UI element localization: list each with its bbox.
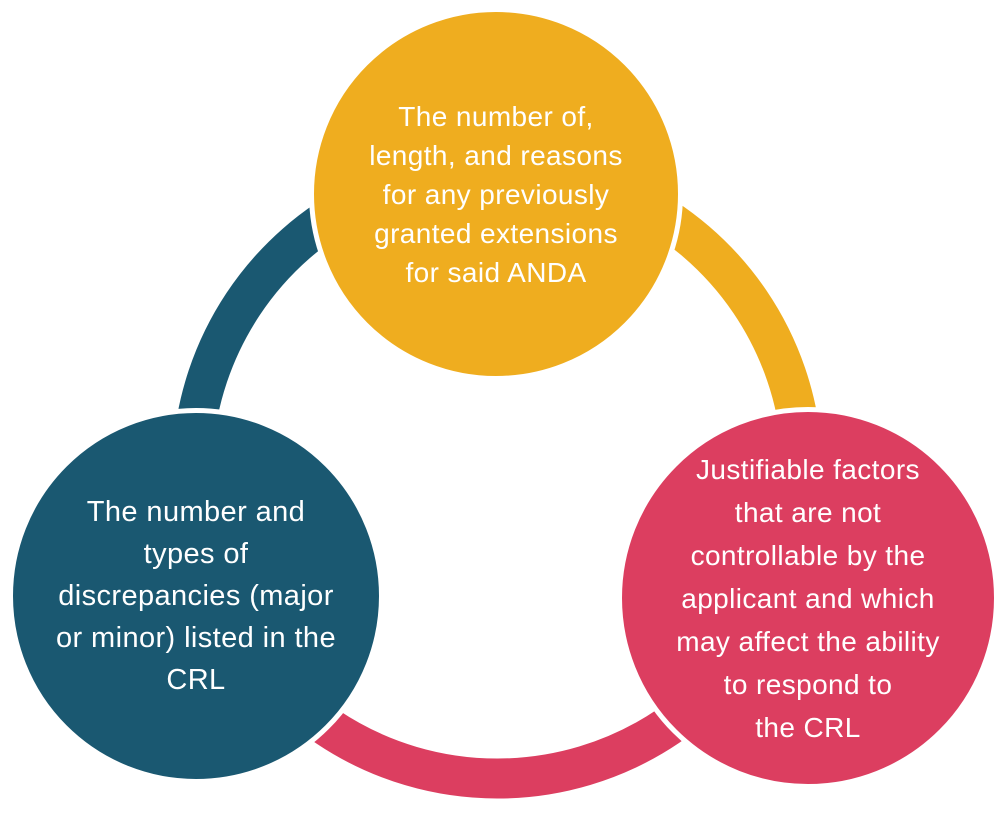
circle-discrepancies-text: The number and types of discrepancies (m… [56,496,336,696]
circle-justifiable-factors: Justifiable factors that are not control… [617,407,999,789]
circle-justifiable-factors-text: Justifiable factors that are not control… [676,453,940,743]
circle-previous-extensions-text: The number of, length, and reasons for a… [369,100,623,288]
circle-discrepancies: The number and types of discrepancies (m… [8,408,384,784]
circle-previous-extensions: The number of, length, and reasons for a… [309,7,683,381]
